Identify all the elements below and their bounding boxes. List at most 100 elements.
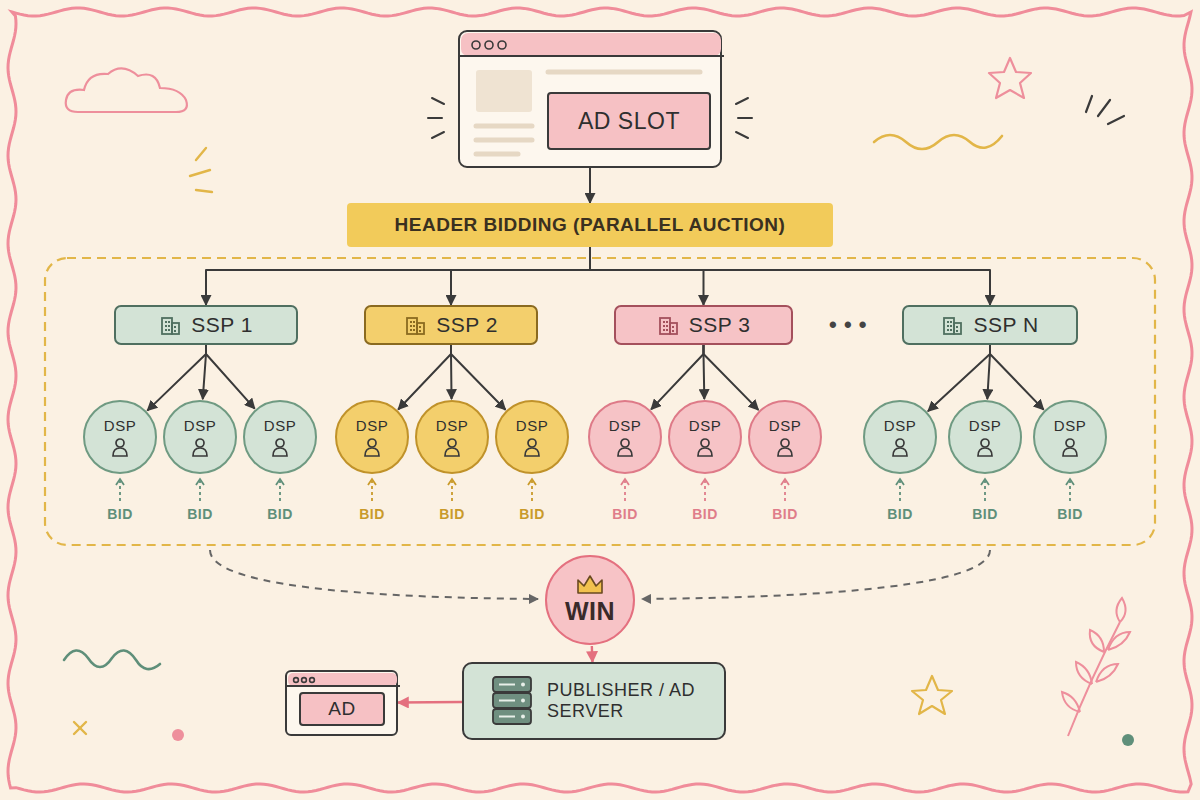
dsp-circle-text: DSP [184, 417, 216, 434]
ssp-box: SSP 2 [364, 305, 538, 345]
dsp-circle-text: DSP [1054, 417, 1086, 434]
dsp-circle: DSP [83, 400, 157, 474]
bid-label: BID [267, 506, 293, 522]
ad-server-box-text: PUBLISHER / AD SERVER [547, 680, 697, 721]
dsp-circle: DSP [748, 400, 822, 474]
person-icon [270, 437, 290, 457]
dsp-circle: DSP [163, 400, 237, 474]
flow-arrow [590, 247, 704, 305]
server-icon [491, 675, 533, 727]
bid-label: BID [519, 506, 545, 522]
person-icon [615, 437, 635, 457]
building-icon [941, 314, 963, 336]
cross-doodle [74, 722, 86, 734]
ssp-box-text: SSP 3 [689, 313, 751, 337]
ad-window: AD [285, 670, 398, 736]
dsp-circle: DSP [495, 400, 569, 474]
dsp-circle: DSP [668, 400, 742, 474]
dsp-circle-text: DSP [264, 417, 296, 434]
dsp-circle-text: DSP [356, 417, 388, 434]
dsp-circle-text: DSP [104, 417, 136, 434]
ad-window-text: AD [299, 692, 385, 726]
dot-doodle [172, 729, 184, 741]
tick-doodle [190, 148, 212, 192]
star-doodle [912, 676, 952, 714]
ssp-box: SSP 3 [614, 305, 793, 345]
bid-label: BID [772, 506, 798, 522]
ssp-box-text: SSP 2 [436, 313, 498, 337]
bid-label: BID [107, 506, 133, 522]
bid-label: BID [1057, 506, 1083, 522]
person-icon [190, 437, 210, 457]
bid-label: BID [359, 506, 385, 522]
dsp-circle: DSP [863, 400, 937, 474]
crown-icon [574, 574, 606, 596]
wave-doodle [874, 135, 1002, 149]
dsp-circle: DSP [335, 400, 409, 474]
person-icon [975, 437, 995, 457]
browser-window-text: AD SLOT [547, 92, 711, 150]
dsp-circle-text: DSP [516, 417, 548, 434]
building-icon [657, 314, 679, 336]
dsp-circle: DSP [415, 400, 489, 474]
person-icon [695, 437, 715, 457]
person-icon [442, 437, 462, 457]
bid-label: BID [887, 506, 913, 522]
building-icon [404, 314, 426, 336]
flow-arrow [589, 168, 591, 203]
dot-doodle [1122, 734, 1134, 746]
leaf-doodle [1062, 598, 1130, 736]
browser-window: AD SLOT [458, 30, 722, 168]
dsp-circle-text: DSP [689, 417, 721, 434]
header-band-text: HEADER BIDDING (PARALLEL AUCTION) [395, 214, 786, 236]
bid-label: BID [187, 506, 213, 522]
ellipsis-mark: • • • [829, 312, 867, 338]
flow-arrow [451, 247, 590, 305]
result-flow [210, 550, 538, 599]
person-icon [1060, 437, 1080, 457]
building-icon [159, 314, 181, 336]
bid-label: BID [692, 506, 718, 522]
flow-arrow [206, 247, 590, 305]
win-circle: WIN [545, 555, 635, 645]
result-flow [642, 550, 990, 599]
person-icon [110, 437, 130, 457]
tick-doodle [1086, 96, 1124, 124]
auction-region [45, 258, 1155, 545]
cloud-doodle [66, 68, 187, 112]
bid-label: BID [612, 506, 638, 522]
person-icon [890, 437, 910, 457]
person-icon [522, 437, 542, 457]
flow-arrow [651, 345, 703, 409]
squiggle-doodle [64, 650, 160, 669]
ad-server-box: PUBLISHER / AD SERVER [462, 662, 726, 740]
win-circle-text: WIN [565, 597, 615, 626]
dsp-circle-text: DSP [769, 417, 801, 434]
flow-arrow [990, 345, 1044, 410]
flow-arrow [206, 345, 255, 409]
flow-arrow [591, 646, 594, 662]
dsp-circle-text: DSP [884, 417, 916, 434]
dsp-circle: DSP [1033, 400, 1107, 474]
star-doodle [989, 58, 1031, 98]
ssp-box-text: SSP 1 [191, 313, 253, 337]
ssp-box: SSP N [902, 305, 1078, 345]
bid-label: BID [439, 506, 465, 522]
ssp-box-text: SSP N [973, 313, 1038, 337]
dsp-circle: DSP [588, 400, 662, 474]
flow-arrow [398, 345, 451, 409]
dsp-circle-text: DSP [609, 417, 641, 434]
flow-arrow [590, 247, 990, 305]
dsp-circle: DSP [243, 400, 317, 474]
dsp-circle-text: DSP [436, 417, 468, 434]
bid-arrows [116, 479, 1074, 501]
dsp-circle: DSP [948, 400, 1022, 474]
person-icon [775, 437, 795, 457]
person-icon [362, 437, 382, 457]
bid-label: BID [972, 506, 998, 522]
ssp-box: SSP 1 [114, 305, 298, 345]
header-band: HEADER BIDDING (PARALLEL AUCTION) [347, 203, 833, 247]
flow-arrow [398, 701, 462, 704]
dsp-circle-text: DSP [969, 417, 1001, 434]
wavy-border [8, 8, 1192, 792]
